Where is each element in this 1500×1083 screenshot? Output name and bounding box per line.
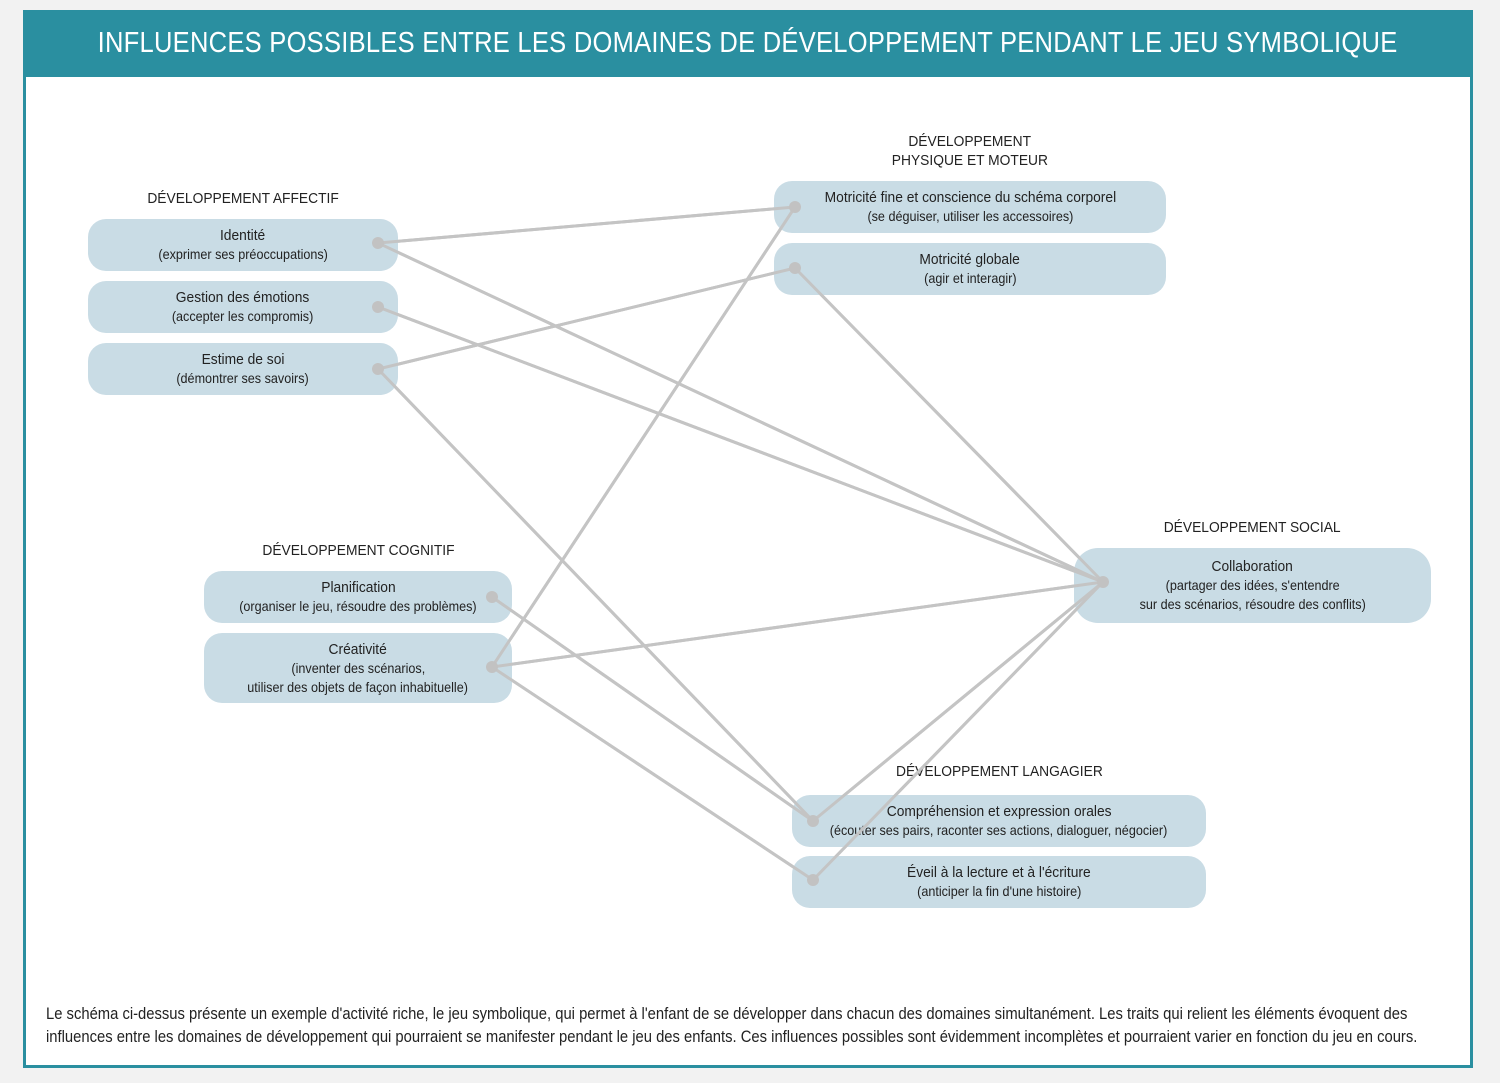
node-comprehension-orale: Compréhension et expression orales (écou…: [792, 795, 1206, 847]
node-detail: (anticiper la fin d'une histoire): [916, 883, 1082, 899]
node-detail: (organiser le jeu, résoudre des problème…: [239, 598, 477, 614]
node-motricite-globale: Motricité globale (agir et interagir): [774, 243, 1166, 295]
node-detail-line-2: utiliser des objets de façon inhabituell…: [247, 678, 469, 695]
heading-social: DÉVELOPPEMENT SOCIAL: [1164, 519, 1341, 536]
heading-line-1: DÉVELOPPEMENT: [908, 133, 1032, 150]
node-label: Estime de soi: [201, 351, 285, 368]
node-detail: (écouter ses pairs, raconter ses actions…: [830, 822, 1168, 838]
node-detail-line-1: (inventer des scénarios,: [291, 659, 425, 676]
page-title: INFLUENCES POSSIBLES ENTRE LES DOMAINES …: [23, 10, 1473, 77]
link-planification-to-comprehension-orale: [491, 595, 814, 823]
link-estime-soi-to-motricite-globale: [377, 266, 796, 371]
node-label: Éveil à la lecture et à l'écriture: [907, 864, 1091, 881]
link-comprehension-orale-to-collaboration: [812, 580, 1104, 823]
link-creativite-to-motricite-fine: [490, 206, 797, 668]
node-detail: (agir et interagir): [923, 270, 1017, 286]
node-label: Motricité fine et conscience du schéma c…: [824, 189, 1116, 206]
node-planification: Planification (organiser le jeu, résoudr…: [204, 571, 512, 623]
node-label: Motricité globale: [919, 251, 1021, 268]
heading-affectif: DÉVELOPPEMENT AFFECTIF: [147, 190, 339, 207]
node-detail: (se déguiser, utiliser les accessoires): [867, 208, 1073, 224]
title-text: INFLUENCES POSSIBLES ENTRE LES DOMAINES …: [98, 27, 1398, 59]
link-motricite-globale-to-collaboration: [793, 266, 1105, 584]
footnote: Le schéma ci-dessus présente un exemple …: [46, 1004, 1418, 1046]
link-creativite-to-collaboration: [491, 580, 1104, 669]
node-detail: (démontrer ses savoirs): [176, 370, 310, 386]
node-eveil-lecture: Éveil à la lecture et à l'écriture (anti…: [792, 856, 1206, 908]
link-creativite-to-eveil-lecture: [491, 665, 814, 882]
node-detail: (accepter les compromis): [172, 308, 314, 324]
node-detail-line-2: sur des scénarios, résoudre des conflits…: [1139, 596, 1366, 612]
heading-cognitif: DÉVELOPPEMENT COGNITIF: [261, 542, 455, 559]
node-label: Créativité: [328, 640, 388, 658]
node-label: Gestion des émotions: [176, 289, 310, 306]
node-collaboration: Collaboration (partager des idées, s'ent…: [1074, 548, 1431, 623]
node-gestion-emotions: Gestion des émotions (accepter les compr…: [88, 281, 398, 333]
heading-line-2: PHYSIQUE ET MOTEUR: [891, 152, 1049, 169]
heading-langagier: DÉVELOPPEMENT LANGAGIER: [895, 763, 1103, 780]
node-estime-soi: Estime de soi (démontrer ses savoirs): [88, 343, 398, 395]
node-label: Compréhension et expression orales: [886, 803, 1112, 820]
node-detail: (exprimer ses préoccupations): [158, 246, 328, 262]
node-label: Collaboration: [1211, 558, 1294, 575]
node-detail-line-1: (partager des idées, s'entendre: [1165, 577, 1340, 593]
node-label: Identité: [220, 227, 266, 244]
node-identite: Identité (exprimer ses préoccupations): [88, 219, 398, 271]
heading-physique: DÉVELOPPEMENT PHYSIQUE ET MOTEUR: [774, 132, 1166, 170]
node-label: Planification: [320, 579, 396, 596]
node-creativite: Créativité (inventer des scénarios, util…: [204, 633, 512, 703]
node-motricite-fine: Motricité fine et conscience du schéma c…: [774, 181, 1166, 233]
link-identite-to-motricite-fine: [377, 205, 796, 245]
